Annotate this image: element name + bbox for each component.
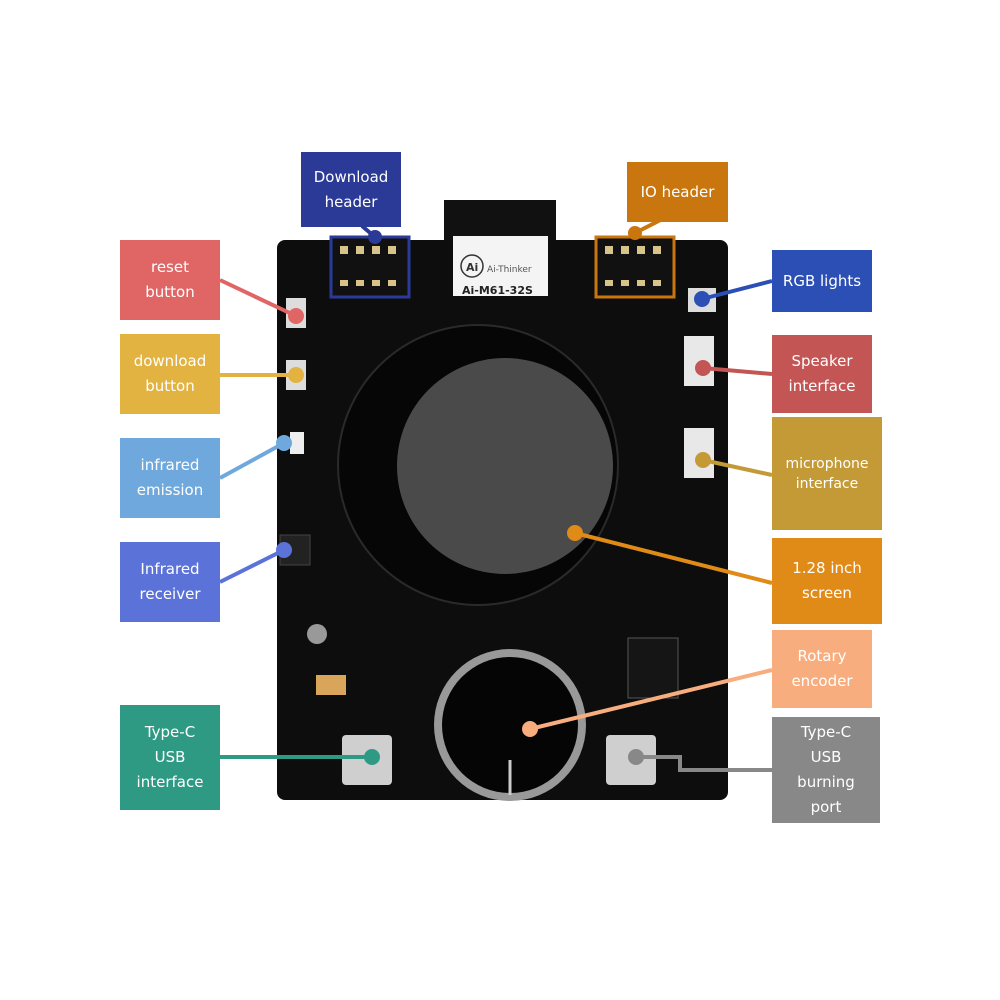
leader-lines — [219, 203, 773, 772]
label-burning-port: Type-C USB burning port — [772, 717, 880, 823]
label-io-header: IO header — [627, 162, 728, 222]
wifi-module — [453, 236, 548, 296]
module-brand: Ai-Thinker — [487, 265, 532, 275]
capacitor — [316, 675, 346, 695]
module-model: Ai-M61-32S — [462, 284, 533, 297]
mic-connector — [684, 428, 714, 478]
label-download-button: download button — [120, 334, 220, 414]
marker-dots — [276, 226, 711, 765]
encoder-knob — [442, 657, 578, 793]
speaker-connector — [684, 336, 714, 386]
label-rotary-encoder: Rotary encoder — [772, 630, 872, 708]
label-reset-button: reset button — [120, 240, 220, 320]
label-infrared-receiver: Infrared receiver — [120, 542, 220, 622]
usb-ttl-chip — [627, 637, 679, 699]
round-display — [397, 358, 613, 574]
label-typec-usb: Type-C USB interface — [120, 705, 220, 810]
module-logo: Ai — [466, 261, 478, 274]
label-download-header: Download header — [301, 152, 401, 227]
ir-led — [290, 432, 304, 454]
label-screen: 1.28 inch screen — [772, 538, 882, 624]
label-rgb-lights: RGB lights — [772, 250, 872, 312]
label-speaker-interface: Speaker interface — [772, 335, 872, 413]
label-infrared-emission: infrared emission — [120, 438, 220, 518]
inductor — [307, 624, 327, 644]
label-microphone-interface: microphone interface — [772, 417, 882, 530]
